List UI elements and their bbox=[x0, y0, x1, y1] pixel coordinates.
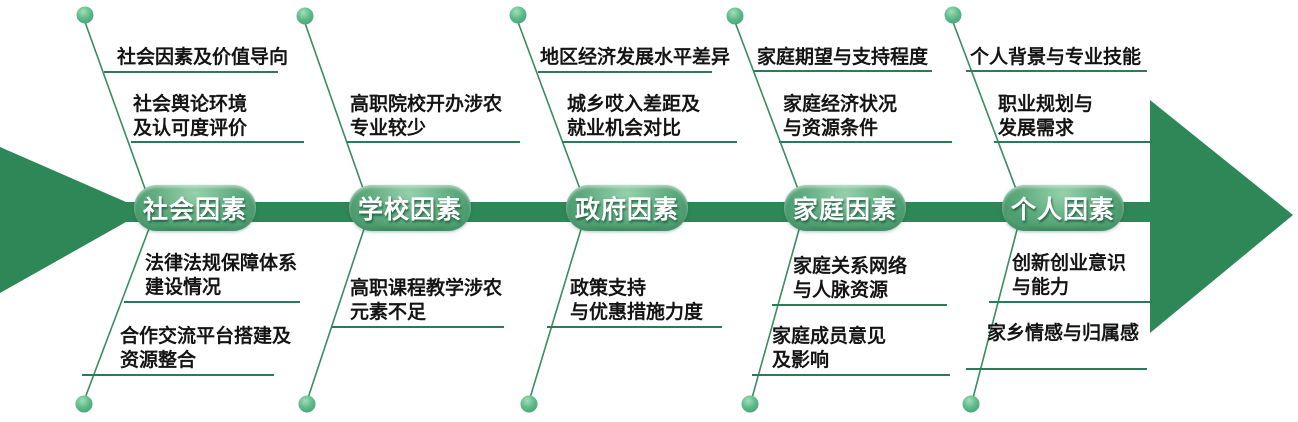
cause-label: 创新创业意识 与能力 bbox=[1012, 253, 1127, 298]
cause-label: 社会舆论环境 及认可度评价 bbox=[133, 94, 248, 139]
cause-label: 地区经济发展水平差异 bbox=[540, 47, 731, 68]
branch-underline bbox=[752, 374, 950, 376]
branch-dot bbox=[741, 395, 759, 413]
branch-dot bbox=[75, 395, 93, 413]
cause-label: 家庭成员意见 及影响 bbox=[772, 326, 887, 371]
cause-label: 法律法规保障体系 建设情况 bbox=[145, 253, 298, 298]
branch-line-lower-social bbox=[84, 225, 151, 399]
branch-underline bbox=[104, 71, 278, 73]
branch-line-lower-school bbox=[307, 225, 366, 399]
branch-dot bbox=[298, 395, 316, 413]
branch-dot bbox=[726, 7, 744, 25]
branch-underline bbox=[754, 70, 932, 72]
branch-underline bbox=[994, 141, 1152, 143]
cause-label: 社会因素及价值导向 bbox=[117, 47, 289, 68]
cause-label: 家庭经济状况 与资源条件 bbox=[783, 94, 898, 139]
cause-label: 职业规划与 发展需求 bbox=[998, 94, 1094, 139]
branch-underline bbox=[772, 304, 947, 306]
branch-underline bbox=[332, 326, 504, 328]
category-node-social: 社会因素 bbox=[134, 185, 256, 231]
branch-underline bbox=[779, 141, 952, 143]
branch-line-upper-personal bbox=[952, 21, 1020, 198]
branch-line-lower-government bbox=[529, 225, 583, 399]
cause-label: 家乡情感与归属感 bbox=[987, 323, 1140, 344]
category-node-personal: 个人因素 bbox=[1002, 185, 1124, 231]
branch-dot bbox=[962, 395, 980, 413]
cause-label: 个人背景与专业技能 bbox=[970, 47, 1142, 68]
category-node-government: 政府因素 bbox=[566, 185, 688, 231]
branch-underline bbox=[538, 71, 712, 73]
category-node-family: 家庭因素 bbox=[784, 185, 906, 231]
branch-dot bbox=[296, 7, 314, 25]
branch-line-upper-social bbox=[84, 21, 149, 198]
branch-underline bbox=[989, 301, 1152, 303]
branch-underline bbox=[131, 141, 304, 143]
category-label: 家庭因素 bbox=[792, 196, 897, 224]
cause-label: 城乡哎入差距及 就业机会对比 bbox=[567, 94, 701, 139]
cause-label: 合作交流平台搭建及 资源整合 bbox=[120, 326, 292, 371]
branch-underline bbox=[82, 374, 274, 376]
cause-label: 家庭期望与支持程度 bbox=[757, 47, 929, 68]
branch-underline bbox=[562, 141, 737, 143]
branch-line-upper-school bbox=[304, 22, 367, 198]
branch-dot bbox=[520, 395, 538, 413]
branch-dot bbox=[509, 6, 527, 24]
branch-dot bbox=[76, 6, 94, 24]
branch-line-upper-government bbox=[517, 21, 584, 198]
branch-underline bbox=[547, 326, 722, 328]
branch-underline bbox=[966, 368, 1147, 370]
branch-underline bbox=[347, 141, 520, 143]
category-label: 政府因素 bbox=[574, 196, 679, 224]
category-label: 个人因素 bbox=[1010, 196, 1115, 224]
branch-underline bbox=[124, 301, 300, 303]
cause-label: 高职院校开办涉农 专业较少 bbox=[350, 94, 503, 139]
head-arrow bbox=[1150, 100, 1293, 333]
category-label: 学校因素 bbox=[357, 196, 462, 224]
branch-dot bbox=[944, 6, 962, 24]
cause-label: 高职课程教学涉农 元素不足 bbox=[350, 278, 503, 323]
branch-underline bbox=[966, 70, 1147, 72]
branch-line-upper-family bbox=[734, 21, 802, 198]
category-node-school: 学校因素 bbox=[349, 185, 471, 231]
tail-arrow bbox=[0, 147, 126, 293]
branch-line-lower-family bbox=[751, 225, 801, 399]
category-label: 社会因素 bbox=[142, 196, 247, 224]
cause-label: 家庭关系网络 与人脉资源 bbox=[793, 256, 908, 301]
cause-label: 政策支持 与优惠措施力度 bbox=[570, 278, 704, 323]
